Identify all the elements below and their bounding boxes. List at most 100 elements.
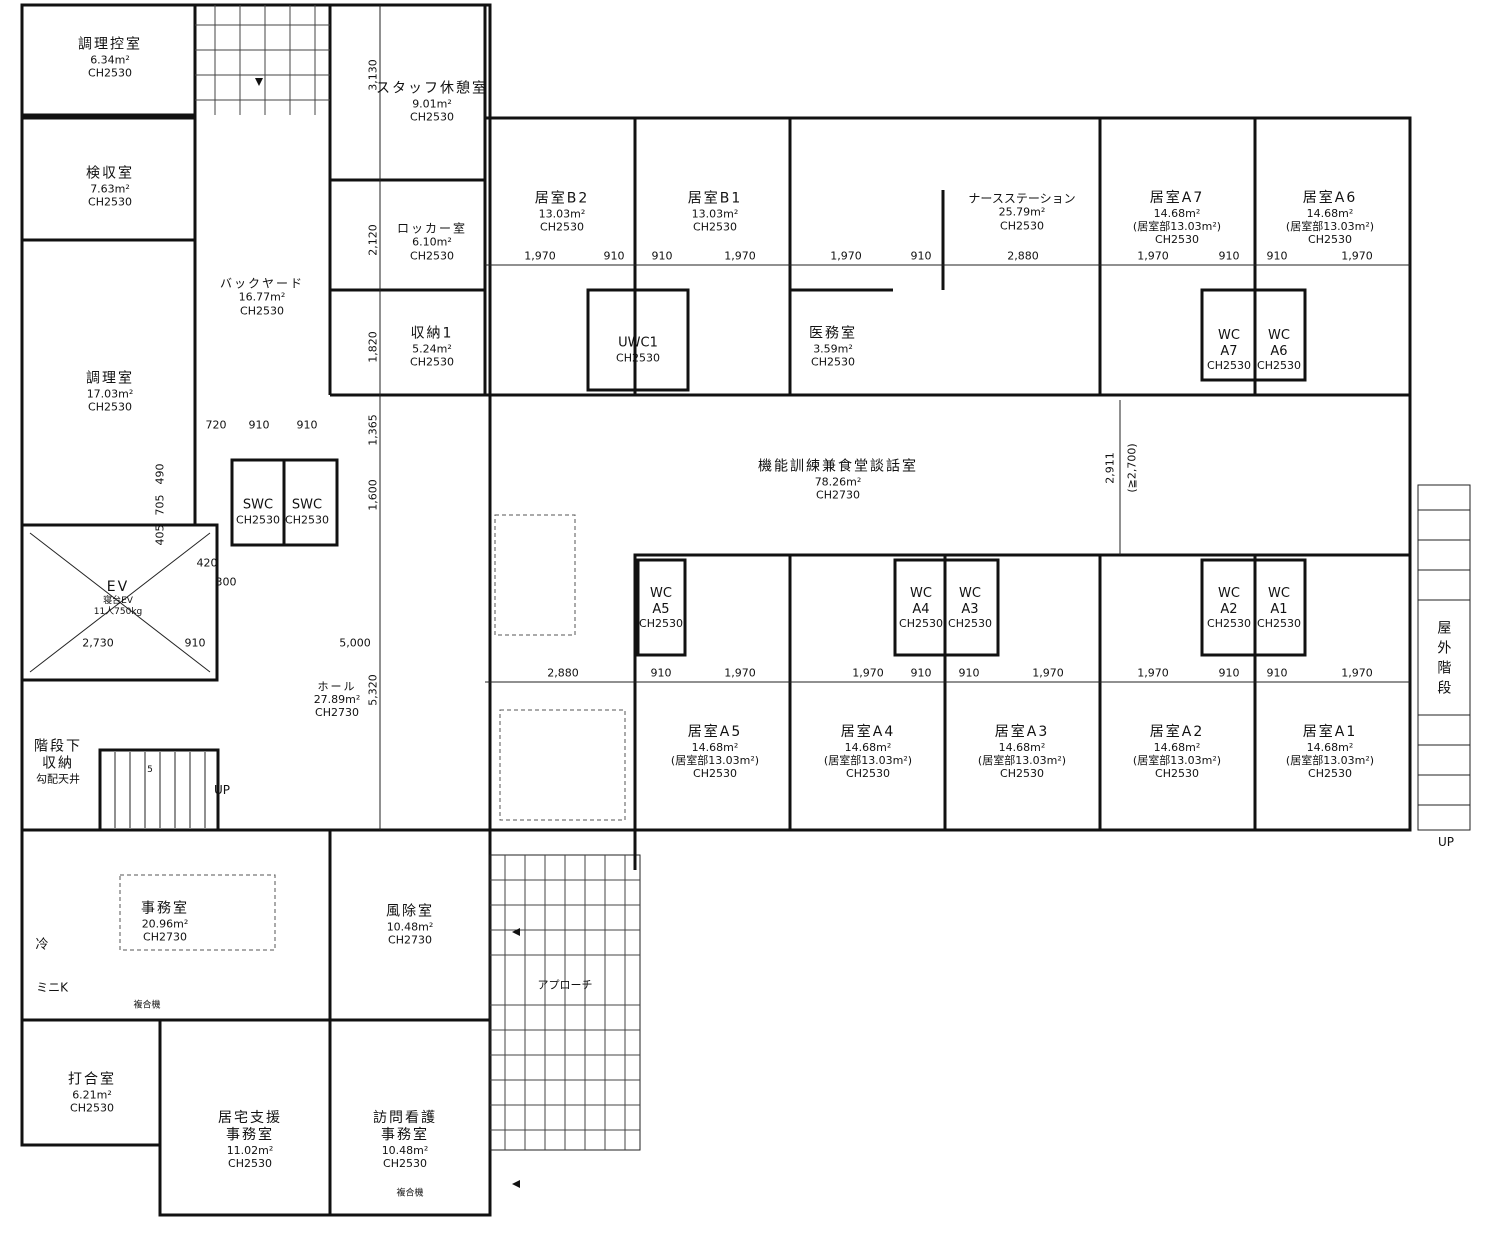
room-area: 7.63m² [90, 182, 130, 196]
room-ceiling: CH2530 [410, 249, 454, 263]
room-note: 勾配天井 [36, 772, 80, 786]
room-area: 13.03m² [691, 207, 739, 221]
room-ceiling: CH2530 [410, 110, 454, 124]
room-ceiling: CH2530 [693, 220, 737, 234]
room-name-line2: 事務室 [381, 1126, 429, 1143]
room-name: 居室A5 [687, 723, 743, 740]
dimension-label: 1,970 [1137, 666, 1169, 680]
room-area: 14.68m² [1153, 206, 1201, 220]
room-area: 6.10m² [412, 236, 452, 250]
room-area: 78.26m² [814, 475, 862, 489]
room-name: SWC [291, 497, 323, 513]
room-unit: A4 [912, 601, 930, 617]
exterior-stair [1417, 484, 1471, 831]
room-area: 14.68m² [1306, 206, 1354, 220]
dimension-label: 910 [1266, 666, 1288, 680]
room-name: 居室A4 [840, 723, 896, 740]
copier-label: 複合機 [133, 1000, 161, 1011]
room-area: 14.68m² [1306, 740, 1354, 754]
dimension-label: 2,730 [82, 636, 114, 650]
room-area: 14.68m² [1153, 740, 1201, 754]
dimension-label: 910 [1266, 249, 1288, 263]
room-name: 居室A7 [1149, 189, 1205, 206]
step-count: 5 [147, 765, 153, 775]
room-ceiling: CH2530 [70, 1101, 114, 1115]
dimension-label: 5,320 [366, 674, 380, 706]
dimension-label: 1,970 [1341, 666, 1373, 680]
dimension-label: 910 [910, 249, 932, 263]
room-area: 27.89m² [313, 693, 361, 707]
room-name: 居室A2 [1149, 723, 1205, 740]
room-unit: A2 [1220, 601, 1238, 617]
elevator-shaft [20, 523, 219, 682]
dimension-label: 910 [910, 666, 932, 680]
room-ceiling: CH2530 [88, 195, 132, 209]
room-name: SWC [242, 497, 274, 513]
elevator-type: 寝台EV [103, 595, 133, 606]
room-ceiling: CH2530 [1207, 359, 1251, 372]
room-ceiling: CH2730 [816, 488, 860, 502]
dimension-label: 1,970 [830, 249, 862, 263]
dimension-label: 405 [153, 524, 167, 546]
room-area: 13.03m² [538, 207, 586, 221]
room-ceiling: CH2530 [285, 513, 329, 527]
room-name: アプローチ [537, 978, 593, 992]
dimension-label: 1,970 [852, 666, 884, 680]
mini-kitchen-label: ミニK [36, 980, 68, 995]
room-ceiling: CH2530 [1308, 232, 1352, 246]
dimension-label: 1,820 [366, 331, 380, 363]
room-name: 機能訓練兼食堂談話室 [758, 458, 918, 475]
room-name: 打合室 [68, 1071, 116, 1088]
exterior-stair-up-label: UP [1437, 835, 1455, 849]
room-area: 5.24m² [412, 342, 452, 356]
room-unit: A1 [1270, 601, 1288, 617]
dimension-label: 490 [153, 463, 167, 485]
room-area: 11.02m² [226, 1143, 274, 1157]
dimension-label: 910 [248, 418, 270, 432]
room-area: 3.59m² [813, 342, 853, 356]
room-wall [328, 3, 487, 182]
room-name: WC [959, 585, 981, 601]
room-ceiling: CH2730 [315, 706, 359, 720]
room-ceiling: CH2530 [693, 766, 737, 780]
room-name: 訪問看護 [373, 1110, 437, 1127]
approach-label: アプローチ [538, 978, 593, 991]
room-unit: A6 [1270, 343, 1288, 359]
room-unit: A5 [652, 601, 670, 617]
room-name: スタッフ休憩室 [376, 80, 488, 97]
room-area: 14.68m² [998, 740, 1046, 754]
corridor-width-label: 2,911 [1103, 452, 1117, 484]
room-ceiling: CH2530 [1257, 359, 1301, 372]
room-name: 居室A6 [1302, 189, 1358, 206]
room-living-area: (居室部13.03m²) [977, 753, 1067, 767]
room-name: 居宅支援 [218, 1110, 282, 1127]
dimension-label: 2,880 [547, 666, 579, 680]
room-name: 調理室 [86, 370, 134, 387]
room-name: ホール [317, 680, 357, 694]
room-area: 6.21m² [72, 1088, 112, 1102]
room-name: 調理控室 [78, 36, 142, 53]
upper-rooms-row [483, 116, 1412, 397]
room-ceiling: CH2530 [1000, 766, 1044, 780]
room-ceiling: CH2530 [1155, 766, 1199, 780]
room-living-area: (居室部13.03m²) [1132, 219, 1222, 233]
dimension-label: 300 [215, 575, 237, 589]
